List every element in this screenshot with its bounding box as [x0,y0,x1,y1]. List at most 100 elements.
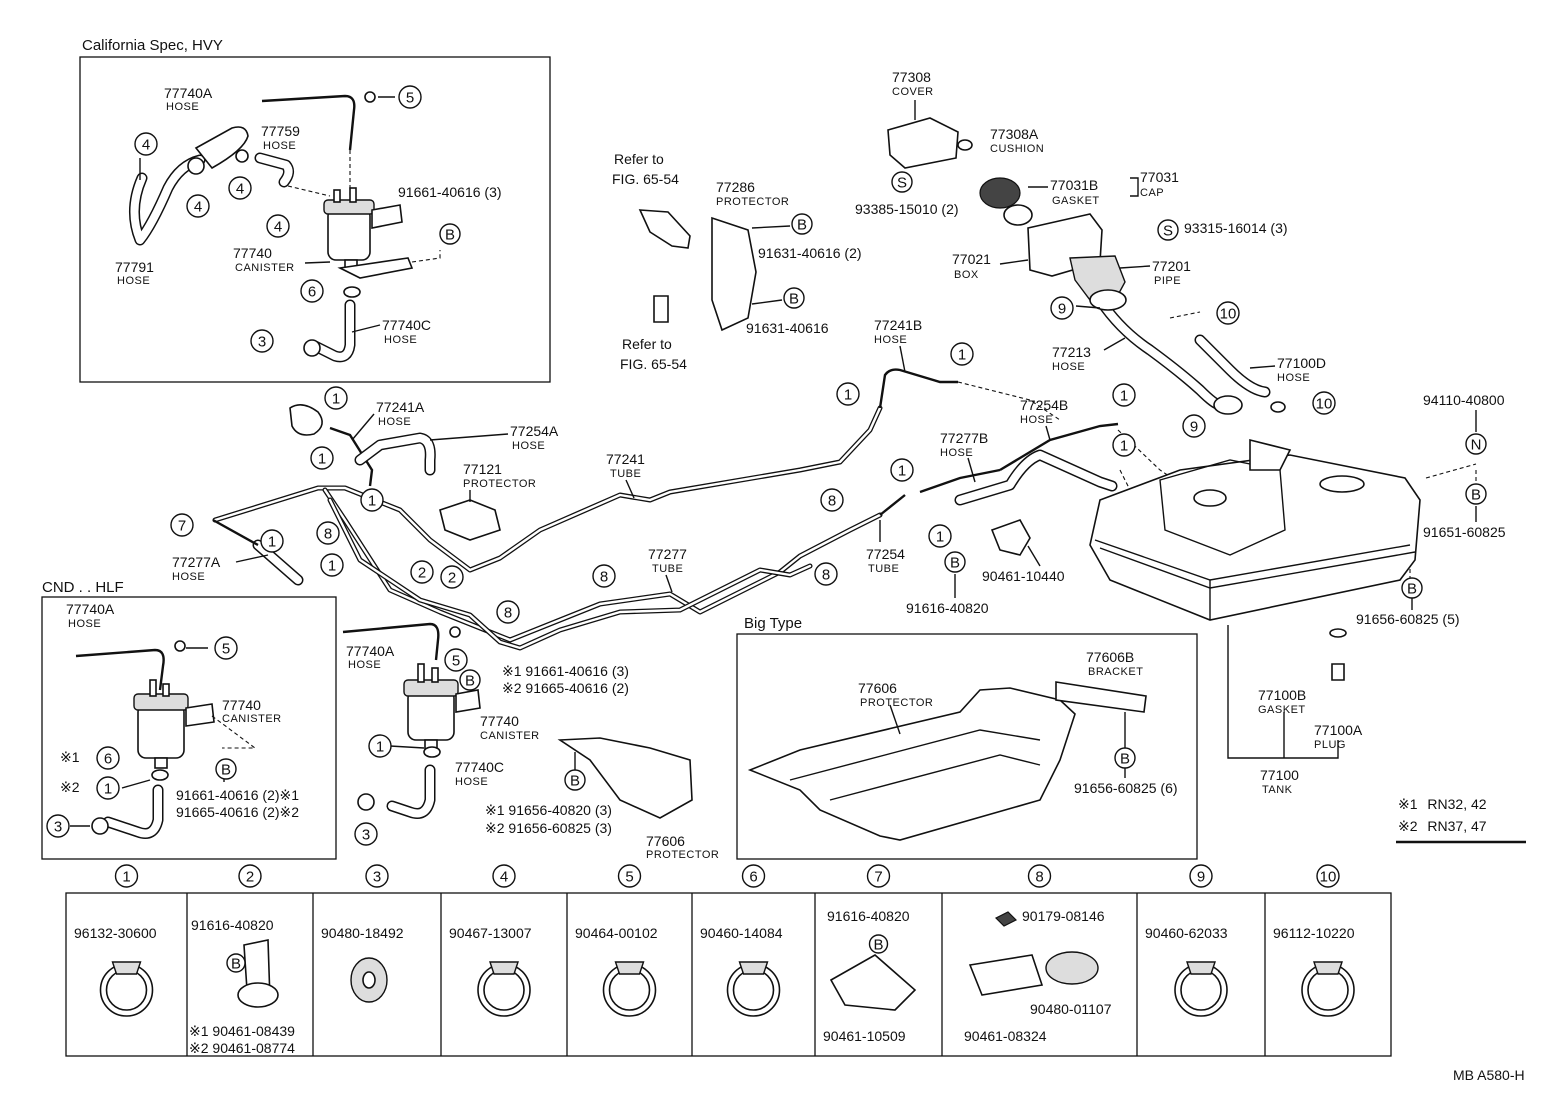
ref-badge-1: 1 [1112,433,1136,457]
cal-hose-c-name: HOSE [384,334,417,346]
model-note-1: ※1 RN32, 42 [1398,796,1487,812]
ref-badge-4: 4 [228,176,252,200]
model-note-2: ※2 RN37, 47 [1398,818,1487,834]
cnd-note-1-mark: ※1 [60,749,80,765]
cnd-inset: CND . . HLF 77740A HOSE 77740 CANISTER ※… [41,579,337,860]
mark-b: B [1465,483,1487,505]
mark-letter: B [570,773,580,790]
tube-241-leader [625,479,635,499]
cnd-inset-frame [41,596,337,860]
ref-badge-number: 1 [104,781,112,798]
mark-letter: B [1120,751,1130,768]
cal-seal-shape [303,339,321,357]
ref-badge-1: 1 [360,488,384,512]
cnd-canister-part: 77740 [222,697,261,713]
pipe-leader [1119,265,1151,269]
big-type-title: Big Type [744,615,802,632]
cal-canister-name: CANISTER [235,262,295,274]
ref-badge-number: 1 [844,387,852,404]
ref-badge-9: 9 [1050,296,1074,320]
big-bracket-shape [1055,681,1147,713]
ref-badge-number: 1 [376,739,384,756]
tube-277-name: TUBE [652,563,683,575]
hose-213-part: 77213 [1052,344,1091,360]
mark-letter: S [897,175,907,192]
mark-letter: B [950,555,960,572]
ref-badge-number: 1 [936,529,944,546]
cnd-hose-c-inner [104,786,162,838]
mark-n: N [1465,433,1487,455]
hardware-ref-number: 9 [1197,869,1205,886]
hose-277b-name: HOSE [940,447,973,459]
cal-hose-c-inner [311,301,354,361]
ref-badge-number: 8 [324,526,332,543]
cover-cushion-shape [957,139,973,151]
mid-hose-c-inner [388,766,434,818]
hose-277b-leader [967,457,976,483]
hardware-table-frame [65,892,1392,1057]
protector-286-shape [711,216,757,332]
gasket-031b-name: GASKET [1052,195,1100,207]
hardware-ref-number: 7 [874,869,882,886]
cap-gasket-shape [1003,204,1033,226]
ref-badge-1: 1 [890,458,914,482]
hose-241a-leader [351,413,375,441]
tank-name: TANK [1262,784,1293,796]
model-note-2-text: RN37, 47 [1427,818,1486,834]
ref-badge-number: 10 [1316,396,1333,413]
ref-badge-3: 3 [250,329,274,353]
hardware-ref-number: 4 [500,869,508,886]
cal-fitting-shape [194,126,249,170]
big-protector-leader [889,704,901,735]
ref-badge-number: 2 [418,565,426,582]
drain-gasket-shape [1329,628,1347,638]
ref-badge-2: 2 [410,560,434,584]
cal-hose-791-part: 77791 [115,259,154,275]
refer-1-name: FIG. 65-54 [612,171,679,187]
mark-letter: B [445,227,455,244]
small-protector-shape [557,737,693,819]
hose-254b-stub [919,468,1001,494]
small-protector-bolt-2: ※2 91656-60825 (3) [485,820,612,836]
mid-canister-group: 77740A HOSE ※1 91661-40616 (3) ※2 91665-… [342,622,629,819]
bracket-606b-part: 77606B [1086,649,1134,665]
mark-b: B [1401,577,1423,599]
cnd-bolt-2-part: 91665-40616 (2)※2 [176,804,299,820]
screw-315-part: 93315-16014 (3) [1184,220,1288,236]
refer-bracket-1-shape [638,209,691,249]
ref-badge-number: 1 [332,391,340,408]
hose-277a-inner [254,541,302,584]
line-callouts: 77241B HOSE 77241A HOSE 77254A HOSE 7712… [172,317,1506,796]
hose-277a-stub [212,518,259,547]
hardware-part-number: ※2 90461-08774 [189,1040,295,1056]
hose-277b-inner [956,451,1116,504]
ref-badge-number: 3 [362,827,370,844]
leader-9-top [1075,305,1101,309]
gasket-100b-name: GASKET [1258,704,1306,716]
ref-badge-1: 1 [310,446,334,470]
mark-b: B [944,551,966,573]
hardware-part-number: 90461-10509 [823,1028,906,1044]
ref-badge-number: 1 [1120,438,1128,455]
ref-badge-number: 10 [1220,306,1237,323]
big-type-frame [736,633,1198,860]
grommet-icon [1045,951,1099,985]
bolt-616-820-part: 91616-40820 [906,600,989,616]
cushion-name: CUSHION [990,143,1044,155]
refer-bracket-2-shape [653,295,669,323]
mark-letter: B [797,217,807,234]
hose-241b-leader [899,345,906,373]
fuel-cap-shape [979,177,1021,209]
tube-277-inner [323,488,882,642]
hose-241b-shape [878,368,958,409]
hardware-part-number: 90464-00102 [575,925,658,941]
clamp-440-part: 90461-10440 [982,568,1065,584]
box-part: 77021 [952,251,991,267]
hardware-ref-number: 8 [1035,869,1043,886]
mark-s: S [891,171,913,193]
ref-badge-number: 8 [828,493,836,510]
